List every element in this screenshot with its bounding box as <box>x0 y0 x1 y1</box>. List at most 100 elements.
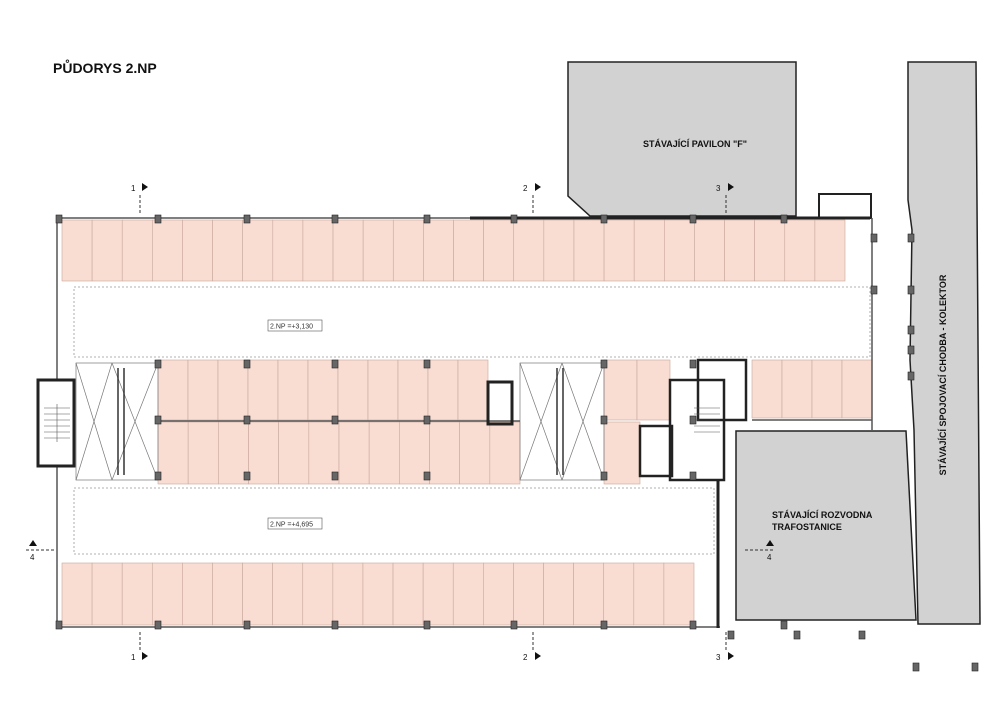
level-text-lower: 2.NP =+4,695 <box>270 522 313 529</box>
parking-bay-middle-upper <box>277 359 309 421</box>
column <box>600 620 608 630</box>
section-4-right: 4 <box>767 553 772 562</box>
parking-bay-bottom-row <box>663 562 695 626</box>
parking-bay-middle-lower <box>368 421 400 485</box>
label-rozvodna-1: STÁVAJÍCÍ ROZVODNA <box>772 510 873 520</box>
right-stair-core <box>638 358 748 482</box>
level-label-lower: 2.NP =+4,695 <box>267 517 323 530</box>
parking-bay-middle-upper <box>397 359 429 421</box>
section-1-bottom: 1 <box>131 653 136 662</box>
parking-bay-middle-upper <box>217 359 249 421</box>
parking-bay-top-row <box>573 219 605 282</box>
level-text-upper: 2.NP =+3,130 <box>270 324 313 331</box>
parking-bay-bottom-row <box>483 562 514 626</box>
column <box>689 620 697 630</box>
parking-bay-bottom-row <box>302 562 334 626</box>
column <box>971 662 979 672</box>
column <box>243 471 251 481</box>
section-marks: 1 2 3 1 2 3 4 4 <box>26 183 775 662</box>
parking-bay-middle-lower <box>278 421 310 485</box>
column <box>243 214 251 224</box>
column <box>55 214 63 224</box>
parking-bay-middle-right-upper <box>603 359 638 421</box>
existing-buildings <box>567 61 981 625</box>
column <box>243 620 251 630</box>
parking-bay-bottom-row <box>573 562 605 626</box>
parking-bay-right-block <box>811 359 843 419</box>
parking-bay-top-row <box>603 219 635 282</box>
parking-bays <box>61 219 873 626</box>
column <box>912 662 920 672</box>
ramp-left <box>75 362 159 481</box>
parking-bay-top-row <box>302 219 334 282</box>
parking-bay-top-row <box>152 219 183 282</box>
ramp-right <box>519 362 605 481</box>
parking-bay-top-row <box>242 219 274 282</box>
parking-bay-middle-lower <box>489 421 521 485</box>
column <box>243 415 251 425</box>
parking-bay-top-row <box>362 219 394 282</box>
parking-bay-bottom-row <box>633 562 665 626</box>
plan-title: PŮDORYS 2.NP <box>53 58 157 76</box>
parking-bay-top-row <box>694 219 725 282</box>
parking-bay-middle-right-lower <box>603 421 641 485</box>
parking-bay-top-row <box>724 219 755 282</box>
parking-bay-top-row <box>121 219 153 282</box>
parking-bay-top-row <box>423 219 454 282</box>
column <box>243 359 251 369</box>
parking-bay-bottom-row <box>452 562 484 626</box>
parking-bay-middle-upper <box>367 359 399 421</box>
elevator-shaft <box>486 380 514 426</box>
parking-bay-bottom-row <box>362 562 394 626</box>
driving-lane-upper <box>73 286 871 358</box>
parking-bay-middle-upper <box>247 359 279 421</box>
column <box>154 620 162 630</box>
parking-bay-bottom-row <box>422 562 454 626</box>
parking-bay-top-row <box>272 219 304 282</box>
column <box>870 233 878 243</box>
section-1-top: 1 <box>131 184 136 193</box>
structural-columns <box>55 214 979 672</box>
section-3-top: 3 <box>716 184 721 193</box>
existing-small-annex <box>818 193 872 219</box>
column <box>870 285 878 295</box>
column <box>600 359 608 369</box>
column <box>154 415 162 425</box>
label-pavilon: STÁVAJÍCÍ PAVILON "F" <box>643 139 747 149</box>
left-stair-core <box>36 378 76 468</box>
column <box>600 415 608 425</box>
parking-bay-right-block <box>781 359 813 419</box>
column <box>689 415 697 425</box>
parking-bay-middle-right-upper <box>636 359 671 421</box>
parking-bay-middle-upper <box>307 359 339 421</box>
parking-bay-bottom-row <box>603 562 635 626</box>
column <box>689 214 697 224</box>
column <box>600 214 608 224</box>
parking-bay-top-row <box>543 219 575 282</box>
column <box>858 630 866 640</box>
parking-bay-middle-upper <box>427 359 459 421</box>
parking-bay-top-row <box>513 219 545 282</box>
parking-bay-middle-upper <box>337 359 369 421</box>
parking-bay-top-row <box>212 219 243 282</box>
parking-bay-middle-lower <box>248 421 279 485</box>
parking-bay-top-row <box>332 219 364 282</box>
column <box>154 359 162 369</box>
parking-bay-top-row <box>453 219 484 282</box>
parking-bay-bottom-row <box>543 562 574 626</box>
parking-bay-middle-lower <box>187 421 219 485</box>
column <box>907 325 915 335</box>
parking-bay-top-row <box>784 219 816 282</box>
column <box>907 285 915 295</box>
column <box>907 233 915 243</box>
column <box>510 214 518 224</box>
column <box>331 620 339 630</box>
column <box>423 359 431 369</box>
column <box>423 620 431 630</box>
column <box>154 471 162 481</box>
parking-bay-middle-lower <box>429 421 460 485</box>
column <box>907 345 915 355</box>
parking-bay-bottom-row <box>61 562 93 626</box>
column <box>907 371 915 381</box>
existing-connecting-corridor <box>907 61 981 625</box>
